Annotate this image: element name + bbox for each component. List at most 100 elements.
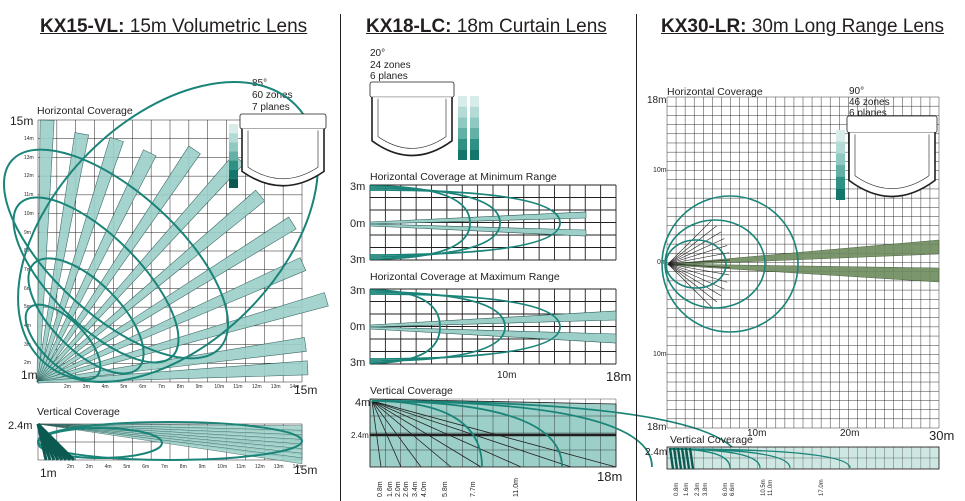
- kx18-angle: 20°: [370, 48, 386, 59]
- kx18-x-mid: 10m: [497, 370, 517, 381]
- kx18-v-ray: [371, 400, 617, 468]
- tick-label: 3m: [85, 464, 93, 470]
- kx18-v-end: 18m: [597, 469, 623, 484]
- kx30-x-10: 10m: [747, 428, 767, 439]
- tick-label: 10m: [24, 210, 34, 217]
- kx15-angle: 85°: [252, 78, 268, 89]
- tick-label: 3m: [82, 384, 90, 390]
- tick-label: 12m: [252, 384, 262, 390]
- kx18-diagram: [369, 81, 743, 468]
- kx30-short-ray: [667, 263, 718, 303]
- kx15-zone-ellipse: [2, 148, 230, 360]
- kx18-v-top: 4m: [355, 397, 371, 409]
- kx15-zone-ellipse: [24, 303, 102, 381]
- kx30-y-10b: 10m: [653, 351, 667, 358]
- kx18-lens-icon: [369, 81, 455, 157]
- tick-label: 12m: [24, 173, 34, 180]
- kx18-max-top: 3m: [350, 285, 366, 297]
- panel-kx30: KX30-LR: 30m Long Range Lens Horizontal …: [637, 0, 965, 501]
- kx30-v-base-beam: [688, 447, 695, 470]
- kx18-swatch: [458, 96, 467, 107]
- kx18-desc: 18m Curtain Lens: [451, 16, 607, 37]
- kx18-v-ray: [371, 400, 382, 468]
- kx30-swatch: [836, 176, 845, 189]
- tick-label: 2m: [24, 360, 31, 367]
- kx30-x-20: 20m: [840, 428, 860, 439]
- kx30-v-grid: [666, 446, 940, 470]
- kx30-swatch: [836, 188, 845, 200]
- kx30-short-ray: [667, 263, 728, 283]
- kx18-v-ray: [371, 400, 452, 468]
- kx18-title: KX18-LC: 18m Curtain Lens: [366, 16, 607, 38]
- lens-inner: [854, 134, 930, 189]
- kx18-v-ray: [371, 400, 482, 468]
- kx30-lens-icon: [846, 115, 938, 198]
- divider-2: [636, 14, 637, 501]
- kx30-v-base-beam: [684, 447, 691, 470]
- kx15-desc: 15m Volumetric Lens: [124, 16, 308, 37]
- kx15-title: KX15-VL: 15m Volumetric Lens: [40, 16, 307, 38]
- tick-label: 9m: [24, 229, 31, 236]
- tick-label: 7m: [24, 266, 31, 273]
- tick-label: 4m: [104, 464, 112, 470]
- kx30-zone-circle: [661, 195, 799, 333]
- tick-label: 13m: [270, 384, 281, 390]
- kx30-v-base-beam: [676, 447, 683, 470]
- kx30-code: KX30-LR:: [661, 16, 747, 37]
- tick-label: 11m: [236, 464, 246, 470]
- kx30-vertical-label: Vertical Coverage: [670, 434, 753, 446]
- tick-label: 11m: [24, 192, 34, 199]
- kx15-zones: 60 zones: [252, 90, 293, 101]
- kx30-v-base-beam: [680, 447, 687, 470]
- kx15-beam: [37, 360, 309, 384]
- kx18-v-ray: [371, 400, 402, 468]
- kx30-v-base-beam: [668, 447, 675, 470]
- tick-label: 10m: [214, 384, 225, 390]
- kx30-y-10a: 10m: [653, 167, 667, 174]
- kx18-max-curve: [369, 293, 561, 360]
- kx15-swatch: [229, 151, 238, 161]
- tick-label: 7m: [161, 464, 168, 470]
- kx15-swatch: [229, 124, 238, 134]
- kx30-y-bottom: 18m: [647, 422, 667, 433]
- kx30-short-ray: [667, 263, 730, 268]
- kx15-swatch: [229, 133, 238, 143]
- kx30-v-height: 2.4m: [645, 447, 668, 458]
- kx30-swatch: [836, 130, 845, 142]
- kx30-long-beam: [667, 263, 940, 283]
- kx18-swatch: [458, 117, 467, 128]
- tick-label: 14m: [289, 384, 300, 390]
- kx15-x-end: 15m: [294, 383, 318, 397]
- kx30-short-ray: [667, 263, 713, 308]
- kx18-min-mid: 0m: [350, 218, 366, 230]
- kx30-short-ray: [667, 263, 722, 297]
- kx30-title: KX30-LR: 30m Long Range Lens: [661, 16, 944, 38]
- kx30-angle: 90°: [849, 86, 865, 97]
- kx18-min-beam: [369, 211, 587, 225]
- kx30-planes: 6 planes: [849, 108, 887, 119]
- kx18-planes: 6 planes: [370, 71, 408, 82]
- kx18-zones: 24 zones: [370, 60, 411, 71]
- tick-label: 2m: [64, 384, 71, 390]
- kx15-v-ellipse: [37, 427, 163, 459]
- kx18-max-beam: [369, 326, 617, 344]
- kx18-swatch: [458, 106, 467, 118]
- kx15-swatch: [229, 178, 238, 188]
- kx30-short-ray: [667, 259, 730, 265]
- kx30-v-base-beam: [672, 447, 679, 470]
- kx15-v-base-beam: [36, 422, 76, 462]
- kx18-v-grid: [369, 398, 617, 468]
- lens-body: [371, 97, 453, 157]
- kx30-x-30: 30m: [929, 428, 955, 443]
- kx18-v-mid: 2.4m: [351, 431, 369, 440]
- kx30-zone-circle: [665, 239, 727, 289]
- kx15-lens-icon: [239, 113, 327, 187]
- kx15-outer-ellipse: [17, 81, 319, 383]
- kx18-min-grid: [369, 184, 617, 261]
- kx18-code: KX18-LC:: [366, 16, 452, 37]
- divider-1: [340, 14, 341, 501]
- kx18-max-label: Horizontal Coverage at Maximum Range: [370, 271, 560, 283]
- tick-label: 6m: [142, 464, 150, 470]
- kx18-swatch: [470, 106, 479, 118]
- tick-label: 9m: [195, 384, 203, 390]
